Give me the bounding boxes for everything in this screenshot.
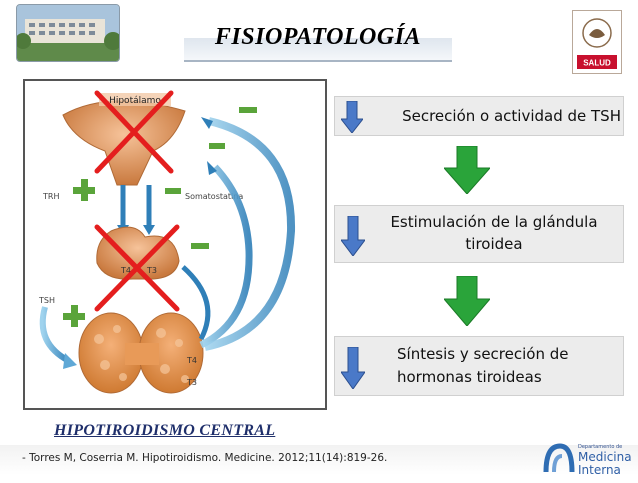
flow-step-1-box: Secreción o actividad de TSH <box>334 96 624 136</box>
trh-plus-sign <box>73 179 95 201</box>
salud-logo-text: SALUD <box>583 59 611 68</box>
reference-citation: - Torres M, Coserria M. Hipotiroidismo. … <box>22 452 388 464</box>
pituitary-organ <box>96 226 180 280</box>
footer-band <box>0 445 638 475</box>
pituitary-red-cross <box>94 224 180 312</box>
dept-medicina-text: Medicina <box>578 450 632 464</box>
flow-step-1-text: Secreción o actividad de TSH <box>402 107 621 125</box>
salud-logo: SALUD <box>572 10 622 74</box>
hpt-axis-figure: Hipotálamo TRH Somatostatina T4 T3 TSH <box>23 79 327 410</box>
feedback-minus-2 <box>209 143 225 149</box>
flow-step-3-text-line2: hormonas tiroideas <box>397 368 542 386</box>
dept-interna-text: Interna <box>578 463 621 477</box>
hypothalamus-label: Hipotálamo <box>109 96 161 106</box>
thyroid-t4-label: T4 <box>186 356 197 365</box>
title-underline-bar <box>184 38 452 62</box>
pituitary-t3-label: T3 <box>146 266 157 275</box>
hospital-building-photo <box>16 4 120 62</box>
green-down-arrow-icon <box>444 276 490 326</box>
dept-small-text: Departamento de <box>578 444 622 450</box>
down-arrow-icon <box>341 347 365 389</box>
feedback-minus-3 <box>191 243 209 249</box>
feedback-minus-1 <box>239 107 257 113</box>
flow-step-2-box: Estimulación de la glándula tiroidea <box>334 205 624 263</box>
somatostatina-minus-sign <box>165 188 181 194</box>
flow-step-3-box: Síntesis y secreción de hormonas tiroide… <box>334 336 624 396</box>
down-arrow-icon <box>341 101 363 133</box>
green-down-arrow-icon <box>444 146 490 194</box>
tsh-label: TSH <box>38 296 55 305</box>
slide-title: FISIOPATOLOGÍA <box>214 24 422 50</box>
trh-label: TRH <box>42 192 59 201</box>
medicina-interna-logo: Departamento de Medicina Interna <box>542 438 634 478</box>
figure-caption: HIPOTIROIDISMO CENTRAL <box>54 422 276 439</box>
flow-step-2-text-line2: tiroidea <box>465 235 523 253</box>
thyroid-gland <box>78 312 204 394</box>
flow-step-3-text-line1: Síntesis y secreción de <box>397 345 569 363</box>
hypothalamus-red-cross <box>94 90 174 174</box>
pituitary-t4-label: T4 <box>120 266 131 275</box>
down-arrow-icon <box>341 216 365 256</box>
tsh-plus-sign <box>63 305 85 327</box>
thyroid-t3-label: T3 <box>186 378 197 387</box>
somatostatina-label: Somatostatina <box>185 192 243 201</box>
flow-step-2-text-line1: Estimulación de la glándula <box>390 213 598 231</box>
